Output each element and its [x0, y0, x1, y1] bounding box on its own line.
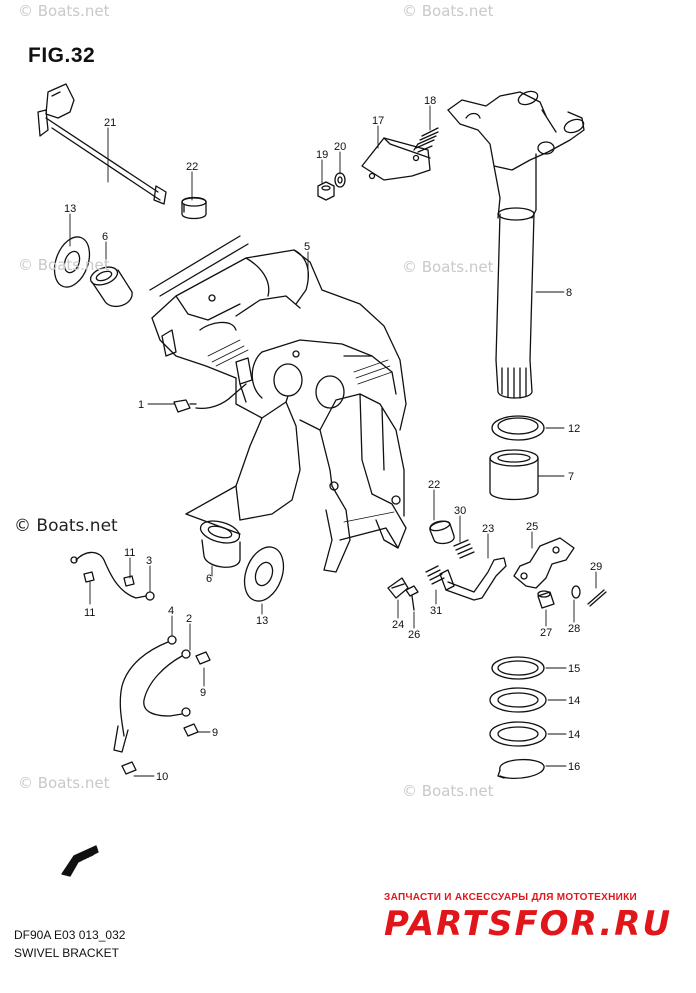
part-10-screw [121, 761, 137, 775]
fwd-arrow-icon: FWD [61, 845, 99, 877]
part-6-bushing-upper [89, 266, 133, 308]
part-26-screw [405, 585, 419, 611]
part-21-tilt-rod [37, 83, 167, 205]
part-29-pin [587, 589, 607, 607]
part-20-washer [334, 172, 346, 188]
part-27-bushing [537, 590, 555, 609]
part-25-tilt-lever [513, 537, 575, 589]
callout-16: 16 [568, 761, 580, 773]
part-16-circlip [497, 758, 545, 780]
part-18-spring [413, 127, 439, 153]
callout-21: 21 [104, 117, 116, 129]
callout-18: 18 [424, 95, 436, 107]
part-30-spring [453, 539, 475, 559]
callout-4: 4 [168, 605, 174, 617]
figure-code: DF90A E03 013_032 [14, 928, 126, 942]
callout-7: 7 [568, 471, 574, 483]
callout-15: 15 [568, 663, 580, 675]
watermark: © Boats.net [18, 256, 110, 274]
callout-labels: 21 22 13 6 5 17 18 19 20 8 1 12 7 22 30 … [64, 95, 602, 783]
callout-24: 24 [392, 619, 404, 631]
callout-1: 1 [138, 399, 144, 411]
part-28-washer [571, 585, 581, 599]
part-11-screw-a [83, 571, 95, 583]
watermark-main: © Boats.net [14, 516, 118, 536]
callout-13b: 13 [256, 615, 268, 627]
callout-9a: 9 [200, 687, 206, 699]
callout-17: 17 [372, 115, 384, 127]
watermark: © Boats.net [18, 774, 110, 792]
watermark: © Boats.net [402, 782, 494, 800]
callout-31: 31 [430, 605, 442, 617]
callout-22b: 22 [428, 479, 440, 491]
callout-14a: 14 [568, 695, 580, 707]
callout-23: 23 [482, 523, 494, 535]
callout-8: 8 [566, 287, 572, 299]
part-2-ground-wire [143, 649, 191, 717]
callout-14b: 14 [568, 729, 580, 741]
callout-22: 22 [186, 161, 198, 173]
callout-19: 19 [316, 149, 328, 161]
part-22-bushing-upper [181, 196, 207, 220]
callout-13: 13 [64, 203, 76, 215]
watermark: © Boats.net [402, 258, 494, 276]
callout-12: 12 [568, 423, 580, 435]
part-13-washer-lower [243, 546, 285, 602]
callout-5: 5 [304, 241, 310, 253]
svg-text:FWD: FWD [78, 850, 95, 863]
part-15-ring [491, 656, 545, 680]
callout-11b: 11 [84, 607, 95, 619]
part-9-screw-b [183, 723, 199, 737]
callout-3: 3 [146, 555, 152, 567]
brand-logo[interactable]: PARTSFOR.RU [384, 904, 673, 944]
part-19-nut [317, 181, 335, 201]
callout-11a: 11 [124, 547, 135, 559]
callout-9b: 9 [212, 727, 218, 739]
part-3-ground-wire [70, 551, 155, 601]
part-13-washer-upper [53, 236, 91, 288]
part-9-screw-a [195, 651, 211, 665]
part-12-ring [491, 415, 545, 441]
part-6-bushing-lower [199, 520, 241, 568]
part-23-lever [439, 557, 507, 601]
callout-6b: 6 [206, 573, 212, 585]
callout-20: 20 [334, 141, 346, 153]
figure-title: FIG.32 [28, 44, 96, 67]
part-5-swivel-bracket [149, 235, 407, 573]
callout-27: 27 [540, 627, 552, 639]
part-14-ring-b [489, 721, 547, 747]
callout-2: 2 [186, 613, 192, 625]
leader-lines [69, 105, 597, 777]
watermark: © Boats.net [402, 2, 494, 20]
part-1-grease-nipple [173, 383, 247, 413]
callout-10: 10 [156, 771, 168, 783]
figure-name: SWIVEL BRACKET [14, 946, 119, 960]
part-11-screw-b [123, 575, 135, 587]
part-22-bushing-lower [429, 520, 455, 545]
brand-subtitle: ЗАПЧАСТИ И АКСЕССУАРЫ ДЛЯ МОТОТЕХНИКИ [384, 892, 637, 903]
part-7-bushing [489, 449, 539, 501]
callout-6: 6 [102, 231, 108, 243]
part-17-plate [361, 137, 431, 181]
part-24-clip [387, 577, 409, 599]
part-4-ground-wire [113, 635, 177, 753]
callout-26: 26 [408, 629, 420, 641]
callout-28: 28 [568, 623, 580, 635]
watermark: © Boats.net [18, 2, 110, 20]
callout-29: 29 [590, 561, 602, 573]
callout-30: 30 [454, 505, 466, 517]
part-31-spring [425, 565, 445, 585]
callout-25: 25 [526, 521, 538, 533]
part-14-ring-a [489, 687, 547, 713]
part-8-steering-shaft [447, 90, 585, 399]
